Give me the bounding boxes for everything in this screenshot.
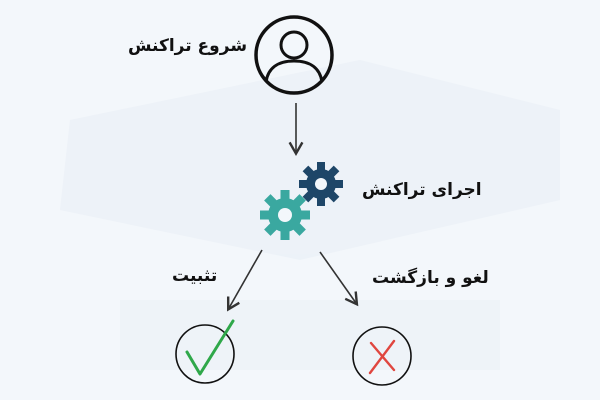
arrow-execute-to-commit xyxy=(226,249,263,312)
start-transaction-label: شروع تراکنش xyxy=(128,36,248,56)
light-gear-icon xyxy=(260,190,310,240)
gears-icon xyxy=(260,162,343,240)
user-icon xyxy=(254,15,334,95)
check-icon xyxy=(175,319,235,384)
arrow-execute-to-rollback xyxy=(319,251,359,307)
dark-gear-icon xyxy=(299,162,343,206)
rollback-label: لغو و بازگشت xyxy=(372,268,489,288)
background-pattern xyxy=(60,60,560,370)
cross-icon xyxy=(352,326,412,386)
commit-label: تثبیت xyxy=(172,266,218,286)
execute-transaction-label: اجرای تراکنش xyxy=(362,180,482,200)
